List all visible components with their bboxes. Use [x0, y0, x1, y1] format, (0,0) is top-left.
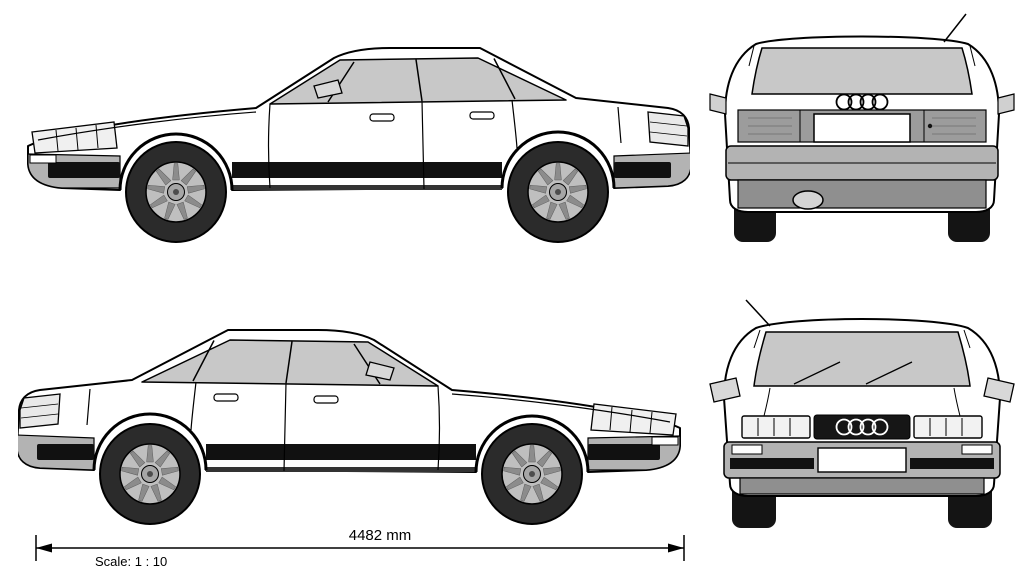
dimension-line: [35, 535, 685, 561]
car-side-right: [18, 330, 680, 524]
bumper-stripe-right: [910, 458, 994, 469]
license-plate-rear: [813, 113, 911, 143]
mirror-left: [709, 377, 741, 403]
taillight-dividers: [799, 110, 925, 142]
turn-signal-right: [961, 444, 993, 455]
mirror-left: [709, 93, 727, 115]
mirror-right: [983, 377, 1015, 403]
headlight-left-hatching: [757, 418, 791, 436]
front-view: [708, 290, 1016, 540]
dimension-annotation: 4482 mm Scale: 1 : 10: [20, 527, 700, 571]
license-plate-front: [817, 447, 907, 473]
antenna-icon: [943, 13, 967, 43]
rear-apron: [737, 179, 987, 209]
grille: [813, 414, 911, 440]
bumper-stripe-left: [730, 458, 814, 469]
roof-drip-rails: [748, 45, 976, 67]
side-view-top-drawing: [18, 6, 690, 254]
rear-window: [751, 47, 973, 95]
hood-seams: [763, 387, 961, 417]
rear-view-drawing: [709, 13, 1015, 242]
exhaust-pipe: [792, 190, 824, 210]
front-apron: [739, 477, 985, 495]
side-view-bottom-drawing: [18, 288, 690, 536]
rear-view: [708, 4, 1016, 254]
scale-label: Scale: 1 : 10: [95, 554, 168, 569]
arrow-right-icon: [668, 543, 684, 553]
car-side-left: [28, 48, 690, 242]
side-view-bottom: [18, 288, 690, 536]
trunk-lock-icon: [927, 123, 933, 129]
dimension-length-label: 4482 mm: [280, 527, 480, 544]
windshield: [753, 331, 971, 387]
headlight-left: [741, 415, 811, 439]
turn-signal-left: [731, 444, 763, 455]
roof-drip-rails: [753, 329, 971, 349]
mirror-right: [997, 93, 1015, 115]
side-view-top: [18, 6, 690, 254]
wipers: [793, 361, 913, 385]
front-view-drawing: [709, 299, 1015, 528]
headlight-right-hatching: [929, 418, 963, 436]
taillight-hatching: [748, 117, 976, 135]
arrow-left-icon: [36, 543, 52, 553]
antenna-icon: [745, 299, 771, 327]
headlight-right: [913, 415, 983, 439]
